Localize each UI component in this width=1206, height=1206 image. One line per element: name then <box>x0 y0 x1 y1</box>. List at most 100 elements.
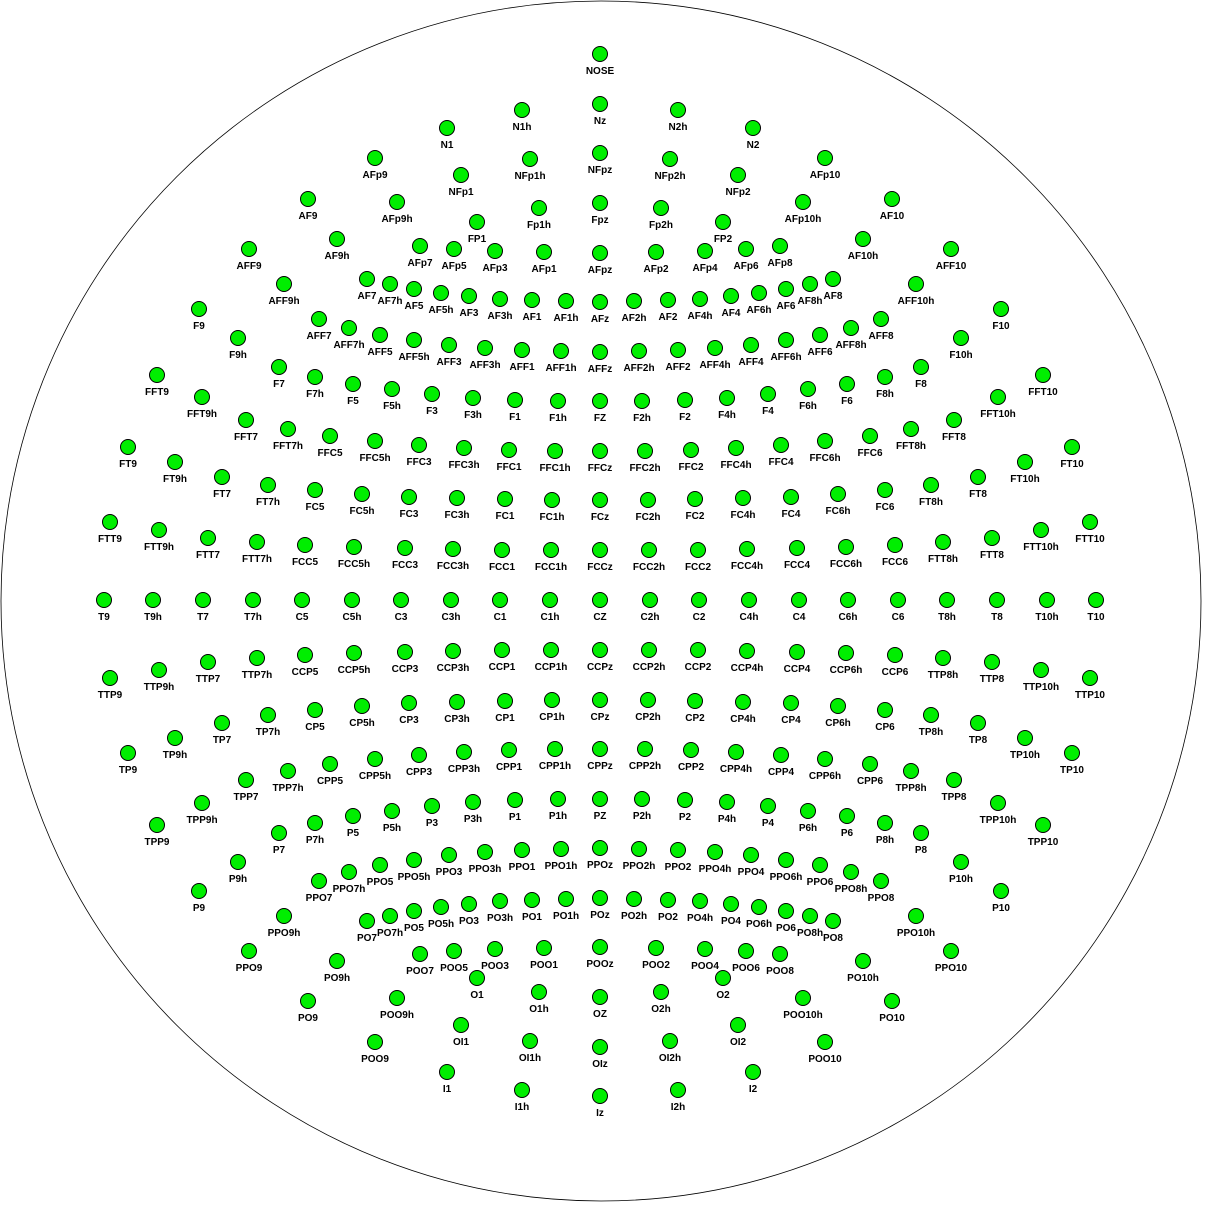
electrode-label: AF10h <box>848 251 879 262</box>
electrode-poo9h: POO9h <box>380 990 414 1021</box>
electrode-dot <box>344 592 360 608</box>
electrode-p9: P9 <box>191 883 207 914</box>
electrode-dot <box>307 702 323 718</box>
electrode-dot <box>492 893 508 909</box>
electrode-n1h: N1h <box>513 102 531 133</box>
electrode-dot <box>707 340 723 356</box>
electrode-label: F6 <box>841 396 853 407</box>
electrode-tpp8: TPP8 <box>941 772 967 803</box>
electrode-ffc6: FFC6 <box>858 428 883 459</box>
electrode-label: CPP3h <box>448 764 480 775</box>
electrode-label: CP1 <box>495 713 515 724</box>
electrode-af6h: AF6h <box>747 285 772 316</box>
electrode-label: C1h <box>541 612 560 623</box>
electrode-cpp5: CPP5 <box>317 756 343 787</box>
electrode-label: P6h <box>799 823 817 834</box>
electrode-label: F8 <box>915 379 927 390</box>
electrode-f2h: F2h <box>633 393 651 424</box>
electrode-dot <box>939 592 955 608</box>
electrode-dot <box>592 245 608 261</box>
electrode-dot <box>739 541 755 557</box>
electrode-dot <box>322 428 338 444</box>
electrode-cpp2: CPP2 <box>678 742 704 773</box>
electrode-dot <box>984 530 1000 546</box>
electrode-label: CPz <box>591 712 610 723</box>
electrode-p8: P8 <box>913 825 929 856</box>
electrode-dot <box>401 695 417 711</box>
electrode-label: AFF5 <box>368 347 393 358</box>
electrode-dot <box>626 891 642 907</box>
electrode-ttp9: TTP9 <box>98 670 123 701</box>
electrode-fp1h: Fp1h <box>527 200 551 231</box>
electrode-label: POO7 <box>406 966 434 977</box>
electrode-label: P10 <box>992 903 1010 914</box>
electrode-oi2h: OI2h <box>659 1033 681 1064</box>
electrode-po4: PO4 <box>721 896 741 927</box>
electrode-dot <box>514 342 530 358</box>
electrode-label: AFp10h <box>785 214 822 225</box>
electrode-label: AF7h <box>378 296 403 307</box>
electrode-dot <box>367 751 383 767</box>
electrode-dot <box>487 243 503 259</box>
electrode-label: TTP10h <box>1023 682 1059 693</box>
electrode-ppo8: PPO8 <box>868 873 895 904</box>
electrode-dot <box>745 120 761 136</box>
electrode-label: PO6 <box>776 923 796 934</box>
electrode-label: I1h <box>515 1102 529 1113</box>
electrode-label: FFT9 <box>145 387 169 398</box>
electrode-dot <box>778 332 794 348</box>
electrode-label: POO1 <box>530 960 558 971</box>
electrode-dot <box>311 311 327 327</box>
electrode-label: PPO6h <box>770 872 803 883</box>
electrode-cp3h: CP3h <box>444 694 470 725</box>
electrode-label: FCC2 <box>685 562 712 573</box>
electrode-dot <box>728 440 744 456</box>
electrode-label: FFC2 <box>679 462 704 473</box>
electrode-dot <box>741 592 757 608</box>
electrode-dot <box>989 592 1005 608</box>
electrode-dot <box>543 642 559 658</box>
electrode-cpp3: CPP3 <box>406 747 432 778</box>
electrode-ft8: FT8 <box>969 469 987 500</box>
electrode-dot <box>149 817 165 833</box>
electrode-dot <box>449 490 465 506</box>
electrode-dot <box>825 913 841 929</box>
electrode-dot <box>923 707 939 723</box>
electrode-dot <box>990 389 1006 405</box>
electrode-label: PO8 <box>823 933 843 944</box>
electrode-af10: AF10 <box>880 191 905 222</box>
electrode-afp8: AFp8 <box>768 238 793 269</box>
electrode-label: AF8 <box>824 291 843 302</box>
electrode-oz: OZ <box>592 989 608 1020</box>
electrode-label: CPP2h <box>629 761 661 772</box>
electrode-dot <box>461 288 477 304</box>
electrode-dot <box>839 808 855 824</box>
electrode-dot <box>953 854 969 870</box>
electrode-label: AFF5h <box>398 352 429 363</box>
electrode-dot <box>592 195 608 211</box>
electrode-po2: PO2 <box>658 892 678 923</box>
electrode-label: T8 <box>991 612 1003 623</box>
electrode-dot <box>946 772 962 788</box>
electrode-label: CP2h <box>635 712 661 723</box>
electrode-label: PPO4 <box>738 867 765 878</box>
electrode-dot <box>884 191 900 207</box>
electrode-label: C6 <box>892 612 905 623</box>
electrode-ftt8h: FTT8h <box>928 534 958 565</box>
electrode-dot <box>461 896 477 912</box>
electrode-label: CPP4h <box>720 764 752 775</box>
electrode-dot <box>592 294 608 310</box>
electrode-label: AFp6 <box>734 261 759 272</box>
electrode-ft8h: FT8h <box>919 477 943 508</box>
electrode-label: FCC3h <box>437 561 469 572</box>
electrode-label: FTT9 <box>98 534 122 545</box>
electrode-poo9: POO9 <box>361 1034 389 1065</box>
electrode-label: T8h <box>938 612 956 623</box>
electrode-dot <box>230 854 246 870</box>
electrode-dot <box>465 390 481 406</box>
electrode-label: PO3 <box>459 916 479 927</box>
electrode-label: CCP2h <box>633 662 666 673</box>
electrode-poo1: POO1 <box>530 940 558 971</box>
electrode-poo2: POO2 <box>642 940 670 971</box>
electrode-dot <box>102 670 118 686</box>
